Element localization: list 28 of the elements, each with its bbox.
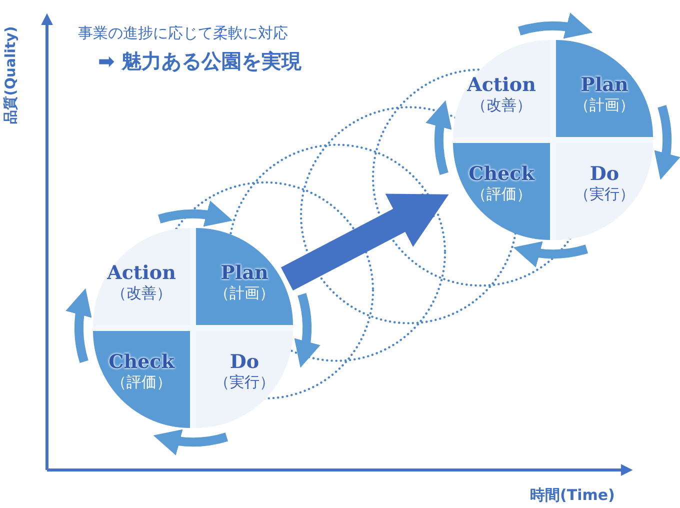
heading-text: 事業の進捗に応じて柔軟に対応	[78, 24, 288, 43]
axis-label: 時間(Time)	[530, 486, 615, 505]
phase-name: Action	[467, 74, 536, 96]
heading-text: ➡ 魅力ある公園を実現	[98, 48, 302, 75]
cycle-arrow	[518, 13, 593, 40]
axis-label: 品質(Quality)	[2, 26, 20, 124]
cycle-arrow	[66, 288, 93, 363]
cycle-arrow	[513, 240, 588, 267]
cycle-arrow	[293, 293, 320, 368]
phase-name: Do	[590, 164, 620, 184]
phase-subtitle: （実行）	[214, 372, 274, 394]
phase-name: Plan	[220, 262, 268, 284]
cycle-arrow	[158, 201, 233, 228]
phase-subtitle: （計画）	[214, 283, 274, 304]
cycle-arrow	[153, 428, 228, 455]
phase-subtitle: （評価）	[472, 184, 532, 206]
phase-subtitle: （評価）	[112, 372, 172, 394]
phase-name: Action	[107, 262, 176, 284]
progress-arrow	[280, 193, 449, 290]
phase-name: Do	[230, 352, 260, 372]
phase-subtitle: （改善）	[112, 283, 172, 304]
cycle-arrow	[653, 105, 680, 180]
phase-subtitle: （計画）	[574, 95, 634, 116]
phase-subtitle: （実行）	[574, 184, 634, 206]
phase-name: Check	[108, 352, 174, 372]
phase-name: Check	[468, 164, 534, 184]
phase-name: Plan	[580, 74, 628, 96]
phase-subtitle: （改善）	[472, 95, 532, 116]
